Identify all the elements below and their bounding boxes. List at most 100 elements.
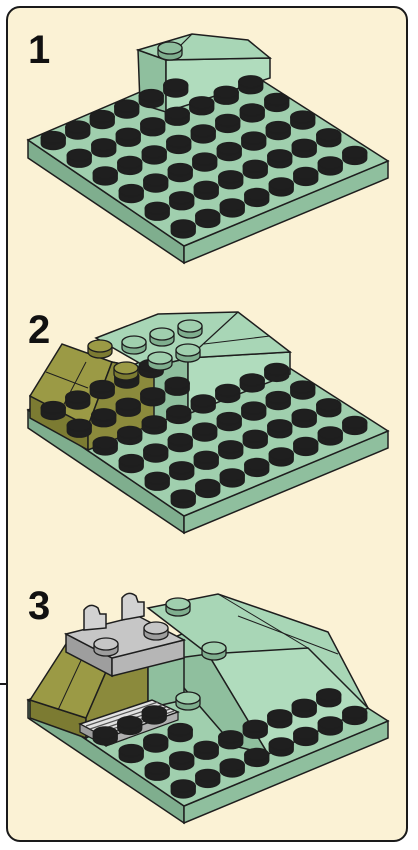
stud <box>194 451 218 469</box>
stud <box>269 448 293 466</box>
stud <box>292 699 316 717</box>
stud <box>145 472 169 490</box>
stud <box>214 86 238 104</box>
stud <box>243 430 267 448</box>
stud <box>196 769 220 787</box>
stud <box>139 90 163 108</box>
stud <box>343 146 367 164</box>
stud <box>217 413 241 431</box>
stud <box>142 706 166 724</box>
stud <box>170 752 194 770</box>
stud <box>119 455 143 473</box>
stud <box>167 135 191 153</box>
stud <box>294 167 318 185</box>
stud <box>202 642 226 660</box>
stud <box>94 638 118 656</box>
stud <box>67 419 91 437</box>
stud <box>240 374 264 392</box>
stud <box>167 405 191 423</box>
stud <box>196 209 220 227</box>
stud <box>178 320 202 338</box>
step-3-illustration <box>8 558 408 842</box>
stud <box>144 444 168 462</box>
stud <box>176 344 200 362</box>
stud <box>116 128 140 146</box>
stud <box>171 220 195 238</box>
stud <box>171 780 195 798</box>
stud <box>265 93 289 111</box>
stud <box>145 202 169 220</box>
stud <box>268 710 292 728</box>
stud <box>90 111 114 129</box>
stud <box>245 458 269 476</box>
stud <box>219 171 243 189</box>
stud <box>266 122 290 140</box>
stud <box>92 409 116 427</box>
stud <box>118 716 142 734</box>
stud <box>317 399 341 417</box>
stud <box>118 156 142 174</box>
stud <box>66 121 90 139</box>
stud <box>114 362 138 380</box>
stud <box>292 139 316 157</box>
stud <box>219 441 243 459</box>
stud <box>266 392 290 410</box>
stud <box>170 192 194 210</box>
stud <box>115 100 139 118</box>
step-2-illustration <box>8 278 408 548</box>
stud <box>217 143 241 161</box>
stud <box>165 377 189 395</box>
stud <box>144 622 168 640</box>
stud <box>318 157 342 175</box>
stud <box>144 734 168 752</box>
stud <box>148 352 172 370</box>
stud <box>119 185 143 203</box>
stud <box>158 42 182 60</box>
stud <box>216 114 240 132</box>
stud <box>216 384 240 402</box>
stud <box>170 462 194 480</box>
stud <box>220 469 244 487</box>
stud <box>142 146 166 164</box>
stud <box>193 153 217 171</box>
stud <box>93 437 117 455</box>
stud <box>150 328 174 346</box>
stud <box>343 706 367 724</box>
stud <box>168 434 192 452</box>
stud <box>191 395 215 413</box>
stud <box>243 160 267 178</box>
stud <box>119 745 143 763</box>
stud <box>190 97 214 115</box>
stud <box>343 416 367 434</box>
stud <box>166 598 190 616</box>
stud <box>243 720 267 738</box>
stud <box>291 381 315 399</box>
stud <box>41 132 65 150</box>
stud <box>245 188 269 206</box>
stud <box>144 174 168 192</box>
stud <box>142 416 166 434</box>
step-1-illustration <box>8 8 408 278</box>
stud <box>194 741 218 759</box>
stud <box>268 420 292 438</box>
stud <box>294 437 318 455</box>
stud <box>141 388 165 406</box>
stud <box>242 132 266 150</box>
stud <box>191 125 215 143</box>
stud <box>116 398 140 416</box>
stud <box>168 724 192 742</box>
stud <box>90 381 114 399</box>
stud <box>41 402 65 420</box>
stud <box>165 107 189 125</box>
instruction-panel: 1 2 3 <box>6 6 408 842</box>
stud <box>93 167 117 185</box>
stud <box>292 409 316 427</box>
stud <box>92 139 116 157</box>
stud <box>220 199 244 217</box>
stud <box>193 423 217 441</box>
stud <box>93 727 117 745</box>
stud <box>269 178 293 196</box>
stud <box>141 118 165 136</box>
stud <box>294 727 318 745</box>
stud <box>66 391 90 409</box>
